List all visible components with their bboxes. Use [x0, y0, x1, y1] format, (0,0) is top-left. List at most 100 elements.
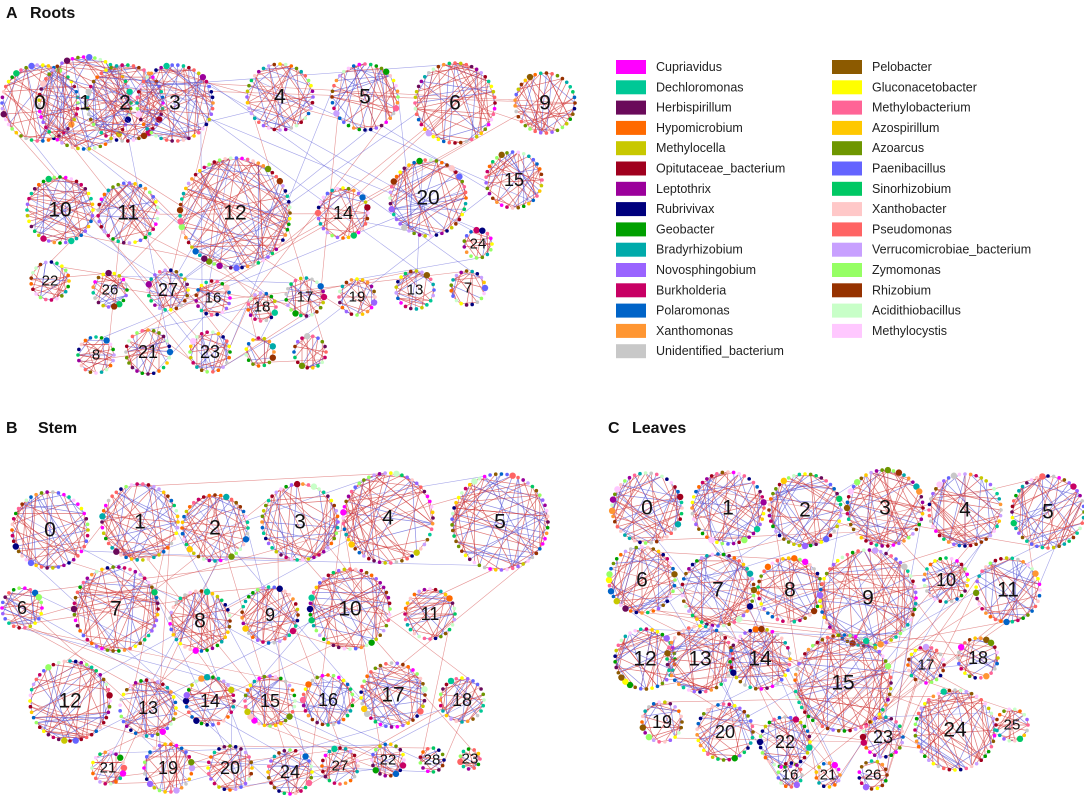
otu-node	[120, 764, 128, 772]
intra-module-edge	[247, 159, 290, 225]
intra-module-edge	[613, 568, 674, 597]
otu-node	[56, 737, 61, 742]
otu-node	[846, 517, 851, 522]
otu-node	[684, 571, 688, 576]
otu-node	[223, 493, 230, 501]
otu-node	[660, 474, 664, 479]
otu-node	[891, 469, 896, 473]
otu-node	[117, 273, 122, 278]
otu-node	[699, 556, 704, 560]
otu-node	[317, 487, 321, 491]
otu-node	[113, 548, 120, 555]
intra-module-edge	[279, 229, 288, 246]
intra-module-edge	[34, 181, 77, 232]
otu-node	[94, 644, 99, 649]
otu-node	[146, 580, 151, 585]
otu-node	[442, 758, 446, 762]
otu-node	[23, 586, 27, 591]
intra-module-edge	[1, 602, 42, 609]
intra-module-edge	[263, 165, 291, 219]
intra-module-edge	[630, 546, 643, 612]
intra-module-edge	[809, 564, 818, 607]
otu-node	[373, 747, 378, 752]
otu-node	[60, 141, 64, 145]
otu-node	[615, 524, 620, 529]
otu-node	[352, 753, 357, 758]
otu-node	[119, 487, 123, 491]
otu-node	[245, 520, 250, 525]
otu-node	[244, 708, 251, 716]
intra-module-edge	[183, 232, 193, 248]
otu-node	[143, 186, 148, 191]
intra-module-edge	[220, 495, 237, 554]
otu-node	[234, 551, 239, 556]
intra-module-edge	[29, 592, 36, 627]
otu-node	[274, 305, 278, 309]
otu-node	[364, 570, 369, 575]
otu-node	[285, 194, 290, 199]
otu-node	[161, 682, 165, 687]
otu-node	[187, 65, 191, 70]
intra-module-edge	[147, 329, 168, 364]
otu-node	[777, 482, 782, 487]
otu-node	[240, 265, 244, 270]
otu-node	[169, 268, 173, 273]
otu-node	[97, 219, 102, 224]
otu-node	[276, 177, 284, 185]
otu-node	[207, 84, 212, 89]
otu-node	[169, 690, 173, 694]
intra-module-edge	[90, 340, 107, 373]
intra-module-edge	[196, 283, 223, 302]
intra-module-edge	[617, 489, 663, 540]
otu-node	[137, 65, 141, 70]
otu-node	[139, 679, 143, 683]
intra-module-edge	[702, 482, 761, 525]
otu-node	[29, 282, 34, 286]
intra-module-edge	[248, 596, 290, 636]
module-roots-11	[96, 181, 160, 245]
otu-node	[174, 600, 179, 605]
otu-node	[351, 64, 356, 68]
intra-module-edge	[218, 773, 252, 788]
intra-module-edge	[421, 72, 482, 125]
otu-node	[266, 585, 271, 589]
otu-node	[1057, 544, 1061, 549]
otu-node	[564, 121, 569, 126]
otu-node	[289, 483, 294, 487]
otu-node	[310, 717, 315, 722]
intra-module-edge	[865, 474, 909, 538]
intra-module-edge	[266, 293, 277, 308]
otu-node	[106, 541, 111, 546]
intra-module-edge	[338, 684, 348, 723]
otu-node	[318, 222, 323, 226]
intra-module-edge	[254, 317, 272, 320]
otu-node	[287, 199, 291, 204]
otu-node	[27, 196, 31, 201]
otu-node	[93, 776, 98, 781]
otu-node	[346, 494, 351, 499]
intra-module-edge	[273, 591, 286, 643]
otu-node	[372, 558, 376, 563]
otu-node	[988, 533, 993, 538]
intra-module-edge	[250, 685, 255, 721]
otu-node	[121, 181, 126, 186]
otu-node	[69, 177, 74, 181]
otu-node	[786, 476, 791, 480]
intra-module-edge	[546, 510, 549, 528]
intra-module-edge	[188, 706, 234, 713]
otu-node	[550, 130, 554, 134]
intra-module-edge	[515, 102, 576, 107]
inter-module-edge	[208, 85, 473, 232]
otu-node	[299, 696, 307, 704]
intra-module-edge	[847, 501, 922, 520]
otu-node	[355, 313, 359, 317]
otu-node	[84, 662, 89, 667]
otu-node	[403, 617, 408, 622]
intra-module-edge	[142, 483, 178, 517]
intra-module-edge	[930, 498, 966, 547]
otu-node	[207, 162, 211, 167]
intra-module-edge	[391, 191, 466, 210]
otu-node	[322, 576, 326, 581]
module-stem-12	[28, 659, 113, 744]
intra-module-edge	[191, 244, 280, 248]
